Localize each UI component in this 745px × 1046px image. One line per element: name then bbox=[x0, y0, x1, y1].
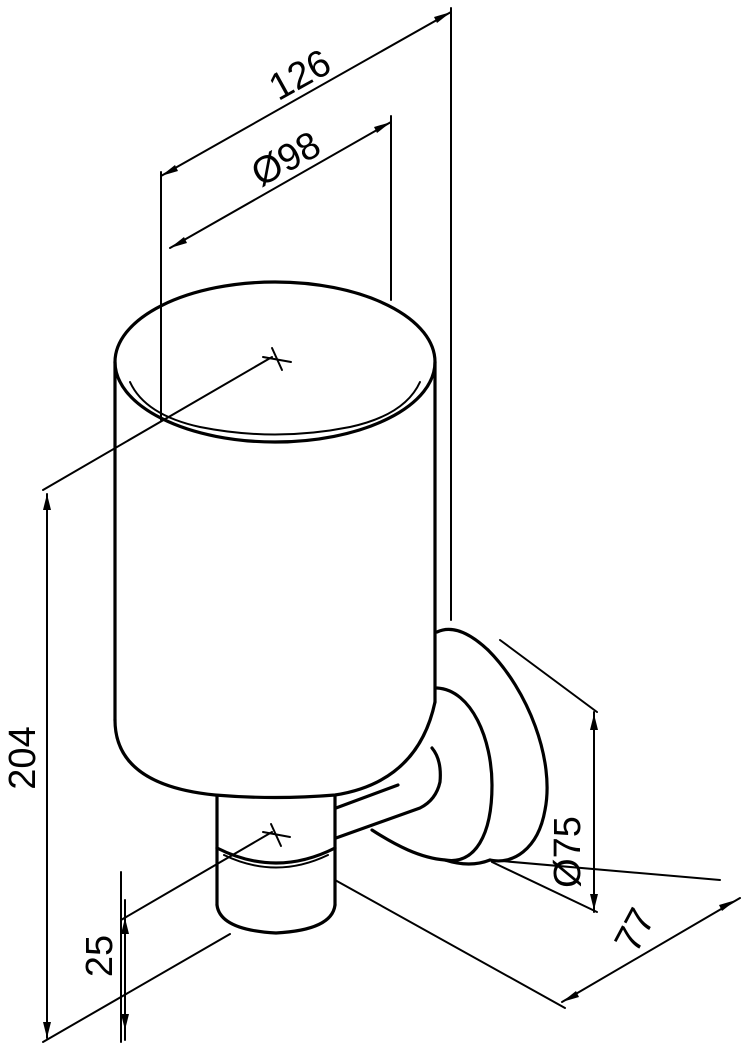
arrow-base-height-top bbox=[121, 918, 129, 934]
arrow-flange-diameter-top bbox=[590, 714, 598, 730]
ext-line-projection-back bbox=[489, 859, 721, 881]
cup bbox=[113, 280, 437, 800]
ext-line-base-top bbox=[120, 831, 273, 921]
arrow-height-bottom bbox=[43, 1022, 51, 1038]
arrow-flange-diameter-bottom bbox=[590, 894, 598, 910]
arrow-projection-end bbox=[719, 900, 736, 911]
ext-line-flange-top bbox=[499, 639, 598, 713]
arrow-height-top bbox=[43, 494, 51, 510]
dim-line-total-depth bbox=[160, 11, 452, 177]
dim-line-projection bbox=[561, 897, 741, 1003]
arm-upper-edge bbox=[334, 783, 400, 810]
label-total-depth: 126 bbox=[262, 42, 338, 109]
label-flange-diameter: Ø75 bbox=[547, 816, 589, 888]
flange-bottom-edge bbox=[443, 858, 492, 866]
ext-line-height-bottom bbox=[42, 933, 231, 1043]
dimension-lines bbox=[43, 11, 741, 1041]
support-arm bbox=[334, 746, 442, 840]
arrow-cup-diameter-start bbox=[170, 237, 187, 248]
base-bottom bbox=[215, 903, 337, 935]
arrow-total-depth-start bbox=[161, 165, 178, 176]
dim-line-cup-diameter bbox=[169, 121, 392, 249]
arrow-cup-diameter-end bbox=[374, 122, 391, 133]
base-top-ring bbox=[215, 846, 337, 865]
cup-center-mark-v bbox=[271, 347, 283, 371]
arrow-base-height-bottom bbox=[121, 1014, 129, 1030]
flange-face bbox=[370, 686, 494, 863]
base-cylinder bbox=[215, 794, 337, 935]
ext-line-projection-front bbox=[334, 879, 566, 1009]
arm-lower-edge bbox=[334, 746, 442, 840]
label-height: 204 bbox=[2, 726, 44, 789]
cup-bottom bbox=[113, 700, 437, 800]
ext-line-height-top bbox=[42, 356, 273, 491]
base-ring-inner bbox=[223, 854, 329, 869]
label-cup-diameter: Ø98 bbox=[245, 124, 328, 196]
cup-inner-rim bbox=[129, 381, 421, 436]
arrow-total-depth-end bbox=[434, 12, 451, 23]
arrow-projection-start bbox=[562, 991, 579, 1002]
dimension-labels: 126 Ø98 204 25 Ø75 77 bbox=[2, 42, 664, 977]
label-projection: 77 bbox=[607, 902, 664, 959]
flange-outer-rim bbox=[486, 648, 549, 863]
wall-flange bbox=[370, 627, 549, 866]
ext-line-flange-bottom bbox=[491, 861, 598, 913]
base-center-mark-v bbox=[270, 823, 282, 847]
flange-top-edge bbox=[435, 627, 490, 652]
label-base-height: 25 bbox=[79, 935, 121, 977]
extension-lines bbox=[42, 7, 721, 1043]
cup-top-rim bbox=[113, 280, 437, 444]
